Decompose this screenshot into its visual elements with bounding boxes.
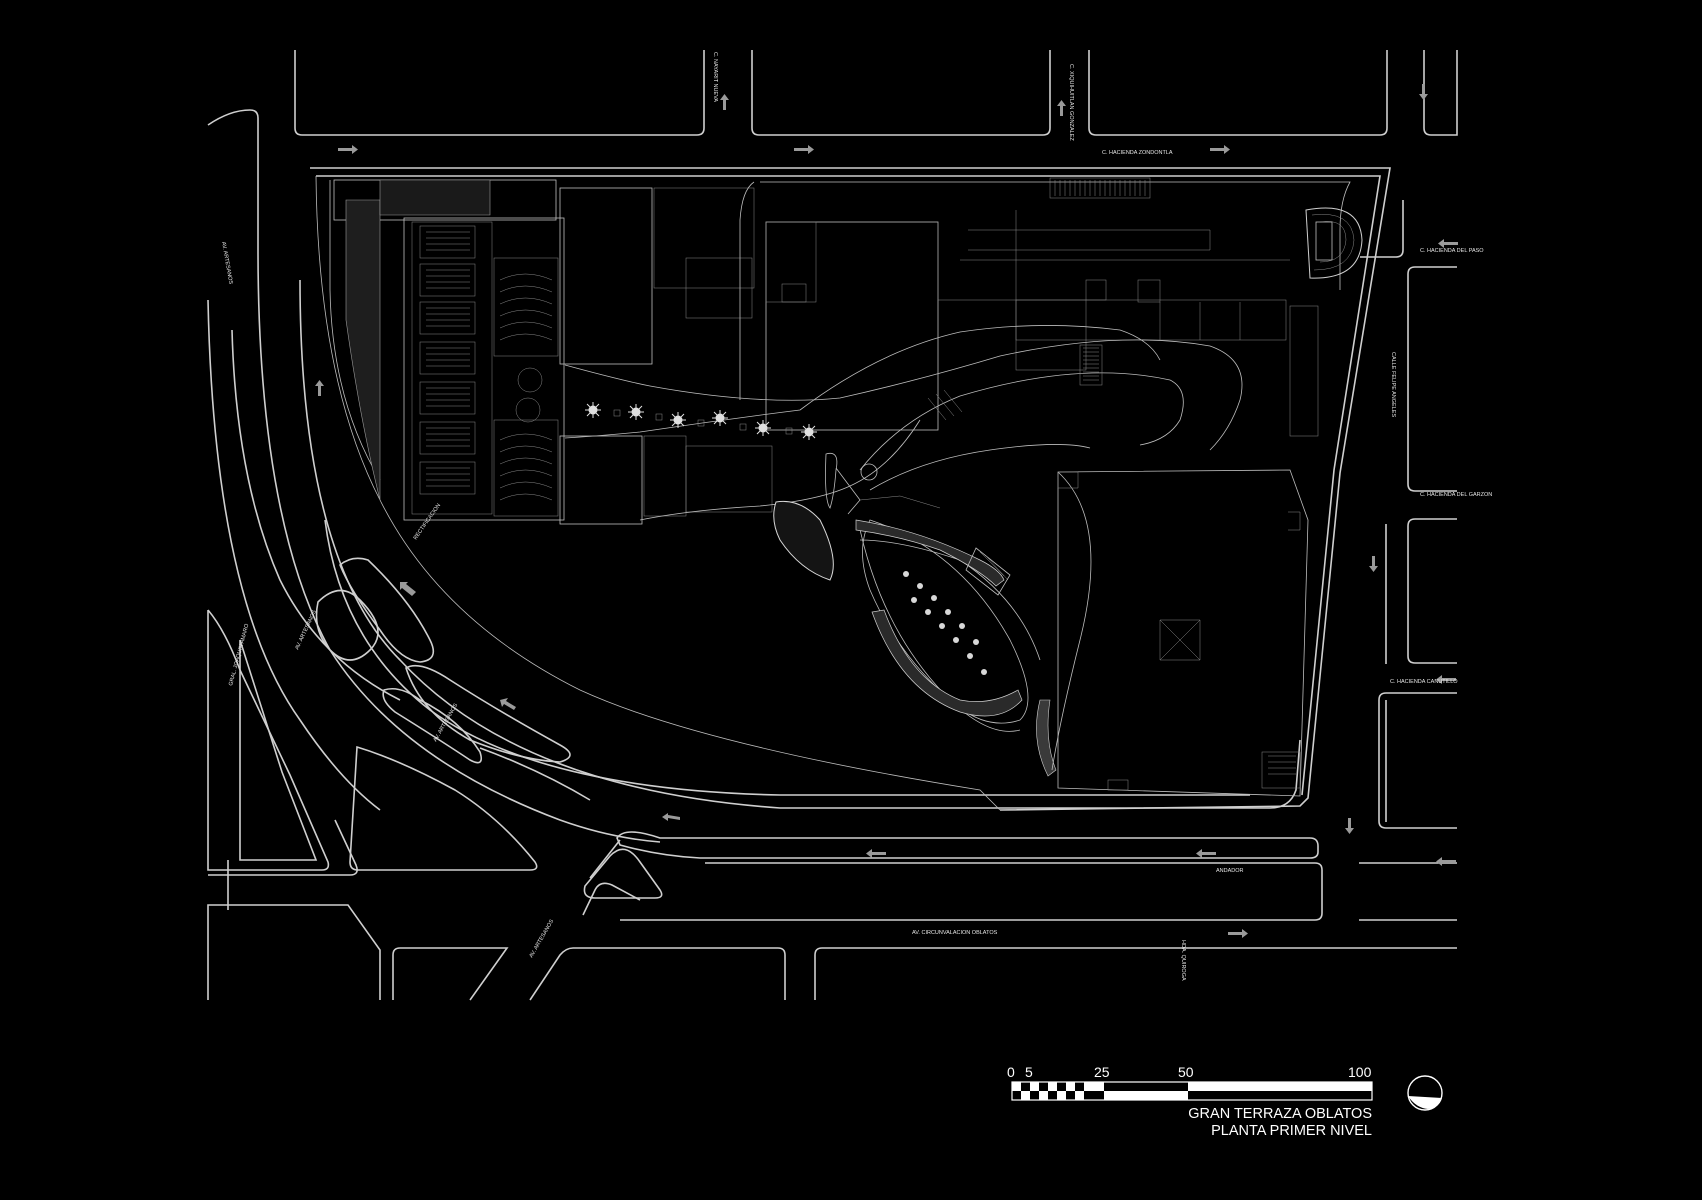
city-blocks [207,50,1458,1001]
site-boundary [310,167,1391,811]
scale-bar: 0 5 25 50 100 [1007,1064,1373,1101]
restaurant-tables [903,571,987,675]
street-label-nodo: ANDADOR [1216,868,1244,874]
scale-label-50: 50 [1178,1064,1194,1080]
street-label-nayarit: C. NAYARIT NUEVA [712,52,718,102]
direction-arrow-icons [315,84,1458,938]
street-label-canutillo: C. HACIENDA CANUTILLO [1390,679,1458,685]
scale-label-100: 100 [1348,1064,1372,1080]
drawing-title-project: GRAN TERRAZA OBLATOS [1188,1106,1372,1122]
north-arrow-icon [1407,1075,1443,1111]
street-label-retificacion: RECTIFICACION [413,503,442,542]
street-label-quiroga: HDA. QUIROGA [1180,940,1186,981]
central-blocks [559,181,1319,525]
scale-label-25: 25 [1094,1064,1110,1080]
anchor-store [1051,469,1309,797]
street-label-garzon: C. HACIENDA DEL GARZON [1420,492,1492,498]
street-label-artesanos-1: AV. ARTESANOS [220,241,233,285]
street-label-artesanos-4: AV. ARTESANOS [529,918,556,959]
street-label-xiquitlan: C. XIQUIHUITLAN GONZALEZ [1068,64,1074,141]
drawing-title-sheet: PLANTA PRIMER NIVEL [1211,1123,1372,1139]
street-label-zondzontla: C. HACIENDA ZONDONTLA [1102,150,1173,156]
tree-icon-row [585,402,817,440]
street-label-felipe-angeles: CALLE FELIPE ANGELES [1390,352,1396,417]
scale-label-0: 0 [1007,1064,1015,1080]
street-label-paso: C. HACIENDA DEL PASO [1420,248,1484,254]
drawing-title: GRAN TERRAZA OBLATOS PLANTA PRIMER NIVEL [1188,1106,1372,1140]
top-promenade [760,177,1363,290]
street-label-circunvalacion: AV. CIRCUNVALACION OBLATOS [912,930,998,936]
scale-label-5: 5 [1025,1064,1033,1080]
cinema-block [333,179,565,521]
street-label-artesanos-2: AV. ARTESANOS [294,609,318,651]
pedestrian-plaza [564,325,1243,521]
leaf-building [773,467,1057,777]
